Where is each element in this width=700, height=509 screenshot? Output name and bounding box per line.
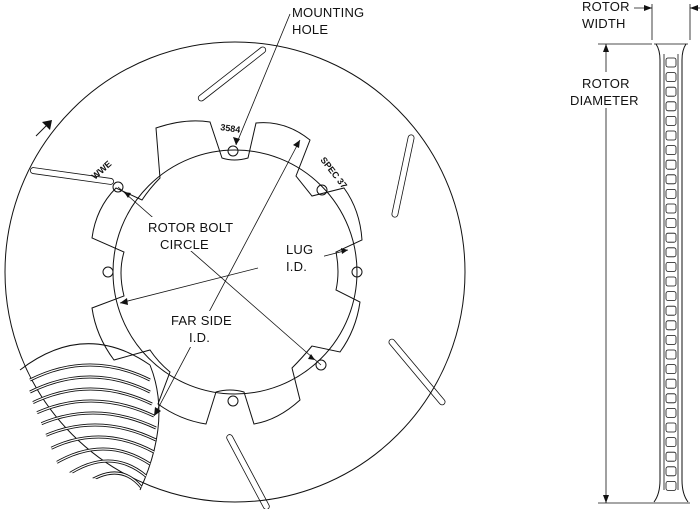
side-vane: [665, 188, 677, 199]
side-vane: [665, 305, 677, 316]
lug-id-label-line2: I.D.: [286, 259, 307, 274]
side-vane: [665, 466, 677, 477]
side-vane: [665, 145, 677, 156]
side-vane: [665, 407, 677, 418]
rotor-diameter-label-line2: DIAMETER: [570, 93, 639, 108]
side-vane: [665, 174, 677, 185]
rotor-outer-edge: [4, 41, 466, 503]
side-vane: [665, 276, 677, 287]
mounting-hole: [227, 395, 239, 407]
side-vane: [665, 393, 677, 404]
lug-id-label-line1: LUG: [286, 242, 313, 257]
slot: [197, 46, 267, 102]
side-vane: [665, 232, 677, 243]
side-vane: [665, 57, 677, 68]
side-vane: [665, 320, 677, 331]
slot: [29, 167, 115, 185]
vane-cutaway: [19, 343, 160, 491]
rotor-front-view: 3584 WWE SPEC 37 MOUNTING HOLE ROTOR BOL: [4, 5, 466, 509]
slot: [388, 338, 446, 406]
mounting-hole: [316, 184, 328, 196]
side-vane: [665, 451, 677, 462]
rotor-width-label-line1: ROTOR: [582, 0, 630, 14]
hat-flange-outline: [91, 120, 363, 425]
bolt-circle-line: [117, 186, 322, 366]
far-side-id-line: [153, 139, 301, 417]
side-vane: [665, 116, 677, 126]
side-vane: [665, 86, 677, 97]
side-vane: [665, 247, 677, 258]
mounting-hole: [315, 359, 327, 371]
side-vane: [665, 218, 677, 229]
side-vane: [665, 159, 677, 170]
mounting-hole: [351, 266, 363, 278]
side-vanes: [665, 57, 677, 491]
side-vane: [665, 261, 677, 272]
side-vane: [665, 72, 677, 82]
side-vane: [665, 334, 677, 345]
side-vane: [665, 437, 677, 448]
mounting-hole-label-line2: HOLE: [292, 22, 328, 37]
part-number-stamp: 3584: [220, 122, 241, 135]
mounting-hole: [102, 266, 114, 278]
side-vane: [665, 480, 677, 491]
slot: [391, 134, 415, 218]
mounting-hole-label-line1: MOUNTING: [292, 5, 364, 20]
direction-arrow-icon: [35, 120, 52, 137]
mounting-hole: [227, 145, 239, 157]
mounting-hole: [112, 181, 124, 193]
rotor-diameter-label-line1: ROTOR: [582, 76, 630, 91]
side-vane: [665, 349, 677, 360]
side-vane: [665, 422, 677, 433]
bolt-circle-label-line1: ROTOR BOLT: [148, 220, 233, 235]
rotor-slots: [29, 46, 446, 509]
side-vane: [665, 101, 677, 112]
side-vane: [665, 291, 677, 302]
mounting-holes: [102, 145, 363, 407]
slot: [226, 434, 270, 509]
leader-lines: [117, 13, 349, 417]
rotor-width-label-line2: WIDTH: [582, 16, 626, 31]
side-vane: [665, 203, 677, 214]
rotor-side-view: ROTOR WIDTH ROTOR DIAMETER: [570, 0, 700, 504]
bolt-circle-label-line2: CIRCLE: [160, 237, 209, 252]
far-side-label-line2: I.D.: [189, 330, 210, 345]
mounting-hole-leader: [235, 13, 291, 146]
side-vane: [665, 364, 677, 375]
side-vane: [665, 130, 677, 141]
far-side-label-line1: FAR SIDE: [171, 313, 232, 328]
side-vane: [665, 378, 677, 389]
